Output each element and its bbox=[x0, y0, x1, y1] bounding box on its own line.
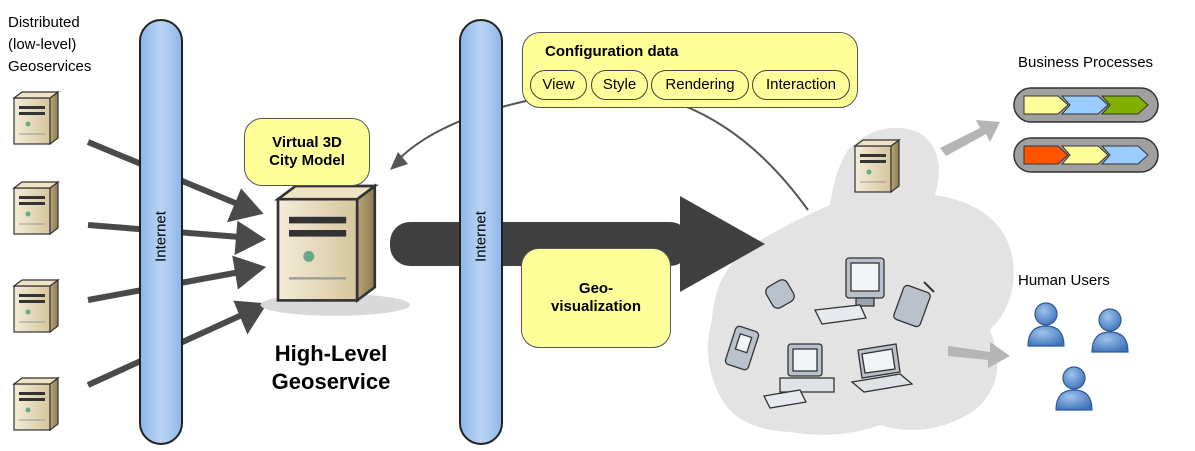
desktop-pc-icon bbox=[763, 343, 835, 409]
configuration-title: Configuration data bbox=[545, 43, 679, 60]
client-server-icon bbox=[854, 139, 900, 193]
business-process-row-2 bbox=[1013, 137, 1159, 173]
laptop-icon bbox=[850, 343, 914, 393]
internet-label-right: Internet bbox=[472, 211, 490, 262]
source-server-icon bbox=[13, 279, 59, 333]
tablet-pen-icon bbox=[893, 281, 935, 328]
source-server-icon bbox=[13, 377, 59, 431]
source-server-icon bbox=[13, 91, 59, 145]
client-devices bbox=[724, 257, 935, 409]
geovisualization-note: Geo- visualization bbox=[521, 248, 671, 348]
source-server-icon bbox=[13, 181, 59, 235]
config-item-view: View bbox=[530, 70, 587, 100]
business-process-row-1 bbox=[1013, 87, 1159, 123]
output-arrows bbox=[940, 120, 1010, 368]
high-level-server-icon bbox=[260, 184, 410, 316]
config-item-style: Style bbox=[591, 70, 648, 100]
pda-icon bbox=[724, 325, 760, 371]
config-item-interaction: Interaction bbox=[752, 70, 850, 100]
human-users-label: Human Users bbox=[1018, 272, 1110, 289]
internet-pipe-right bbox=[459, 19, 503, 445]
business-processes-label: Business Processes bbox=[1018, 54, 1154, 71]
config-feedback-arrowhead bbox=[390, 152, 408, 170]
city-model-note: Virtual 3D City Model bbox=[244, 118, 370, 186]
sources-label: Distributed (low-level) Geoservices bbox=[8, 14, 92, 75]
user-icon bbox=[1027, 302, 1065, 347]
user-icon bbox=[1091, 308, 1129, 353]
cellphone-icon bbox=[765, 279, 795, 309]
monitor-icon bbox=[814, 257, 885, 325]
high-level-geoservice-label: High-Level Geoservice bbox=[271, 341, 391, 394]
user-icon bbox=[1055, 366, 1093, 411]
internet-pipe-left bbox=[139, 19, 183, 445]
config-item-rendering: Rendering bbox=[651, 70, 749, 100]
internet-label-left: Internet bbox=[152, 211, 170, 262]
